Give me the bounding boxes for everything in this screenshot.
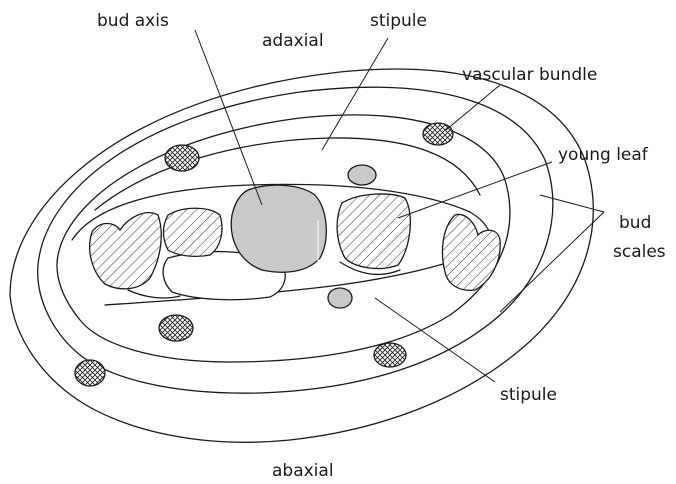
stipule-dot-bottom bbox=[328, 288, 352, 308]
label-bud-scales-line2: scales bbox=[613, 242, 666, 262]
leader-bud-scales-a bbox=[540, 195, 604, 212]
young-leaf-left bbox=[90, 213, 162, 289]
label-adaxial: adaxial bbox=[262, 31, 324, 51]
young-leaf-right bbox=[337, 194, 410, 269]
bud-axis-shape bbox=[231, 185, 326, 272]
leader-bud-axis bbox=[195, 30, 262, 205]
label-stipule-top: stipule bbox=[370, 11, 427, 31]
label-young-leaf: young leaf bbox=[558, 145, 649, 165]
young-leaf-left-inner bbox=[164, 208, 222, 256]
vascular-bundle-5 bbox=[75, 360, 105, 386]
label-vascular-bundle: vascular bundle bbox=[462, 65, 597, 85]
leader-stipule-top bbox=[322, 38, 388, 150]
stipule-dot-top bbox=[348, 165, 376, 185]
vascular-bundle-2 bbox=[165, 145, 199, 171]
leader-vascular-bundle bbox=[446, 85, 500, 130]
leader-young-leaf bbox=[398, 162, 552, 218]
vascular-bundle-1 bbox=[423, 123, 453, 145]
vascular-bundle-4 bbox=[374, 343, 406, 367]
leader-stipule-bottom bbox=[375, 298, 495, 382]
label-abaxial: abaxial bbox=[272, 461, 334, 481]
leader-bud-scales-b bbox=[500, 212, 604, 312]
vascular-bundle-3 bbox=[159, 315, 193, 341]
young-leaf-far-right bbox=[442, 214, 500, 290]
label-stipule-bottom: stipule bbox=[500, 385, 557, 405]
label-bud-axis: bud axis bbox=[97, 11, 169, 31]
label-bud-scales-line1: bud bbox=[619, 213, 651, 233]
